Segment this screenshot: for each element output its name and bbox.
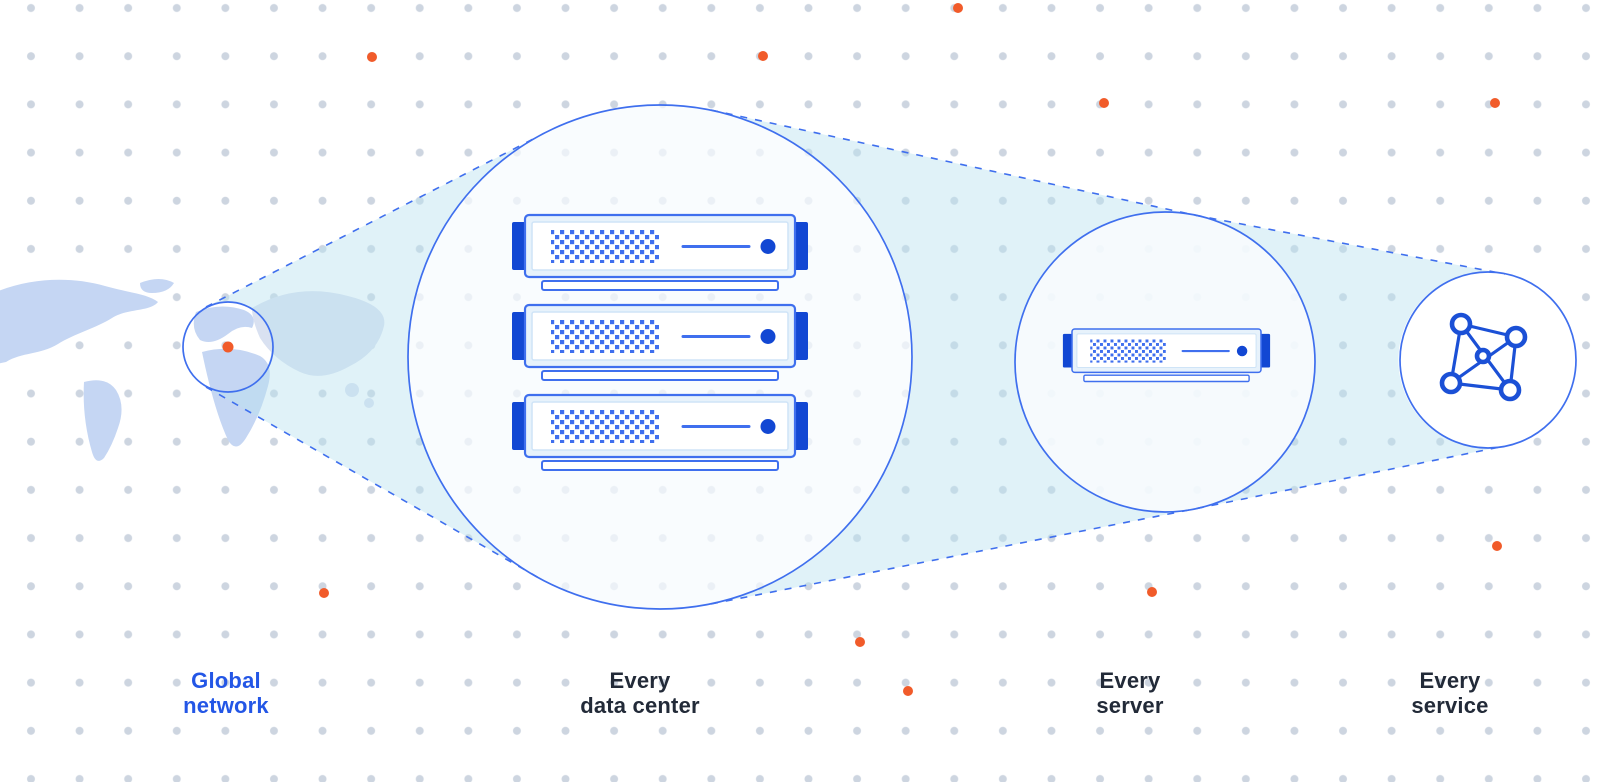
stage-label-line: network bbox=[183, 693, 269, 718]
dashed-connector bbox=[205, 135, 540, 308]
stage-label-global-network: Global network bbox=[183, 668, 269, 718]
accent-dot bbox=[758, 51, 768, 61]
stage-label-every-service: Every service bbox=[1411, 668, 1488, 718]
server-rack-icon bbox=[510, 213, 810, 472]
network-mesh-icon bbox=[1439, 312, 1528, 402]
stage-label-line: data center bbox=[580, 693, 700, 718]
accent-dot bbox=[1490, 98, 1500, 108]
accent-dot bbox=[855, 637, 865, 647]
dashed-connector bbox=[710, 109, 1506, 275]
accent-dot bbox=[953, 3, 963, 13]
stage-label-line: Global bbox=[191, 668, 261, 693]
stage-label-every-data-center: Every data center bbox=[580, 668, 700, 718]
stage-label-every-server: Every server bbox=[1096, 668, 1163, 718]
accent-dot bbox=[1147, 587, 1157, 597]
stage-label-line: Every bbox=[609, 668, 671, 693]
dashed-connector bbox=[205, 386, 540, 579]
zoom-beam-map-to-datacenter bbox=[206, 136, 539, 578]
accent-dot bbox=[1492, 541, 1502, 551]
location-dot bbox=[222, 341, 234, 353]
stage-label-line: Every bbox=[1099, 668, 1161, 693]
accent-dot bbox=[903, 686, 913, 696]
accent-dot bbox=[1099, 98, 1109, 108]
world-map-icon bbox=[0, 279, 385, 461]
stage-label-line: service bbox=[1411, 693, 1489, 718]
stage-label-line: Every bbox=[1419, 668, 1481, 693]
map-highlight-circle bbox=[182, 301, 274, 393]
accent-dot bbox=[367, 52, 377, 62]
stage-label-line: server bbox=[1096, 693, 1164, 718]
accent-dot bbox=[319, 588, 329, 598]
